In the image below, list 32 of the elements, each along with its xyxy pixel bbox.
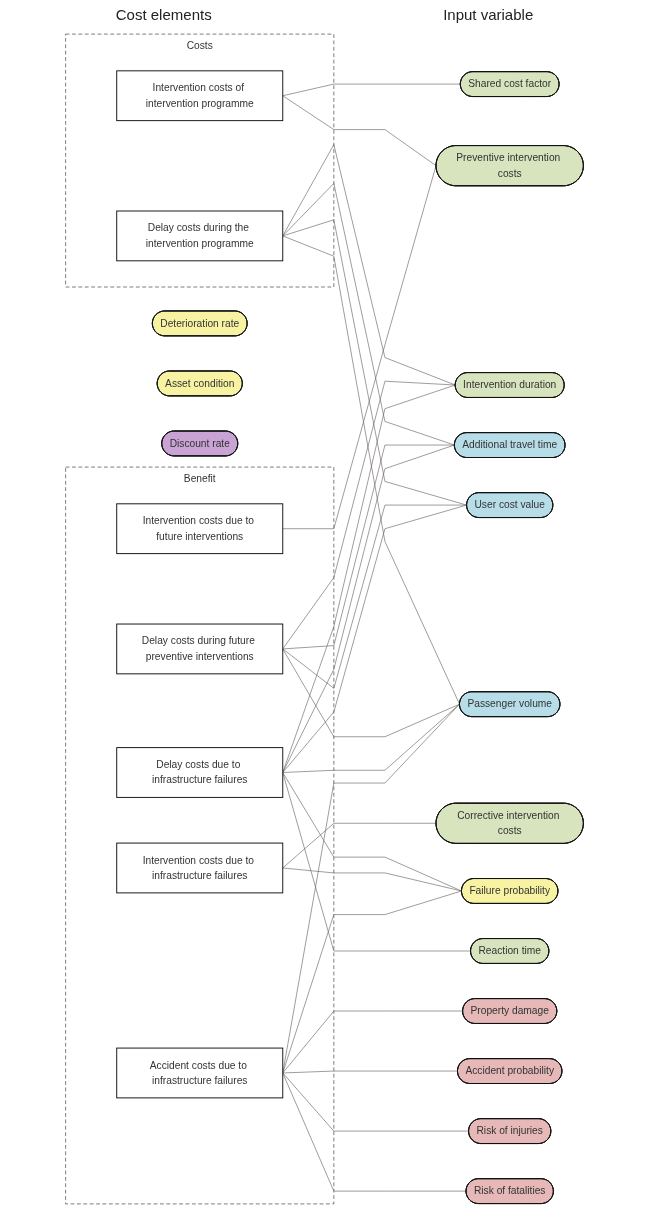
connector	[282, 1010, 463, 1074]
connector	[282, 772, 471, 952]
node-box: Delay costs during the intervention programme	[116, 210, 284, 262]
node-box: Intervention costs of intervention programme	[116, 70, 284, 122]
connector	[282, 444, 455, 773]
connector	[282, 1072, 469, 1132]
connector	[282, 1072, 467, 1192]
column-heading: Input variable	[443, 6, 534, 23]
connector	[282, 83, 461, 97]
connector	[282, 867, 462, 892]
connector	[282, 144, 456, 386]
node-box: Intervention costs due to future interventions	[116, 503, 284, 555]
connector	[282, 890, 462, 1074]
connector	[282, 95, 437, 166]
column-heading: Cost elements	[115, 6, 212, 23]
connector	[282, 822, 437, 869]
connector	[282, 504, 467, 689]
connector	[282, 648, 460, 738]
connector	[282, 444, 455, 650]
connector	[282, 1070, 458, 1074]
connector	[282, 772, 462, 892]
connector	[282, 183, 455, 446]
node-box: Intervention costs due to infrastructure failures	[116, 842, 284, 894]
connector	[282, 504, 467, 773]
node-box: Delay costs due to infrastructure failures	[116, 747, 284, 798]
connector	[282, 380, 456, 650]
node-box: Delay costs during future preventive interventions	[116, 623, 284, 675]
connector	[282, 703, 460, 1074]
connector	[282, 384, 456, 773]
node-box: Accident costs due to infrastructure failures	[116, 1047, 284, 1099]
connector	[282, 165, 437, 530]
connector	[282, 235, 460, 705]
